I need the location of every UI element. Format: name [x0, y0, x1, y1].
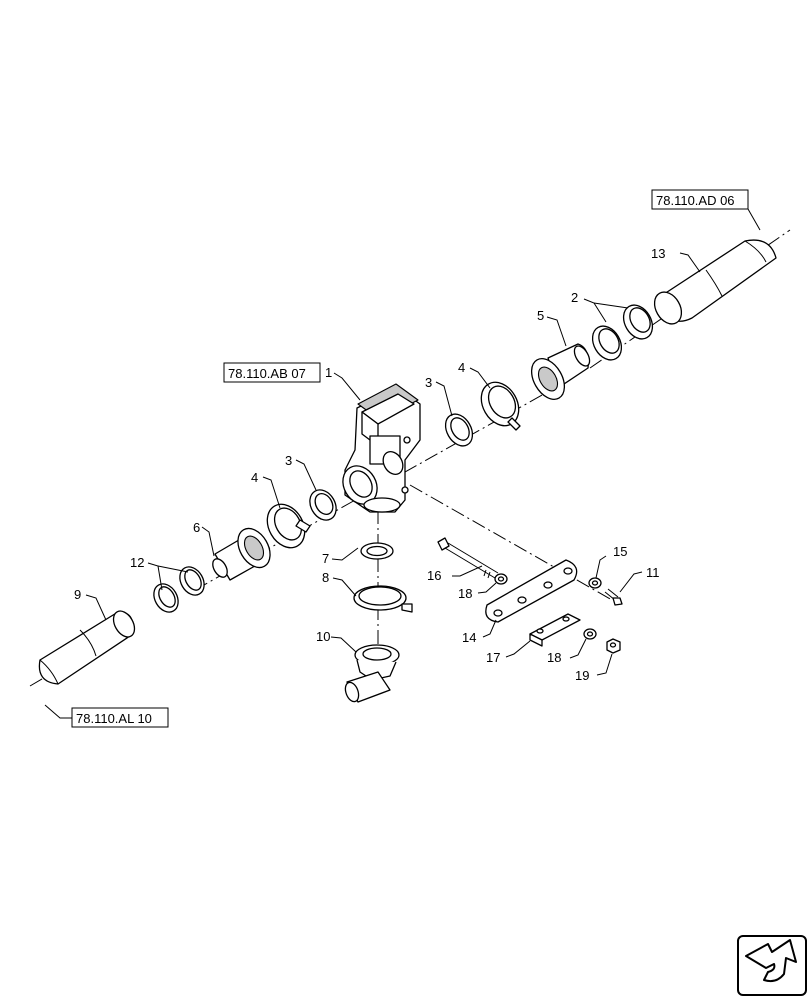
callout-9: 9 [74, 587, 81, 602]
ref-mid-text: 78.110.AB 07 [228, 366, 306, 381]
callout-3-upper: 3 [425, 375, 432, 390]
next-page-arrow-icon[interactable] [737, 935, 807, 996]
ref-box-top[interactable]: 78.110.AD 06 [651, 189, 749, 210]
part-11-screw [604, 588, 623, 606]
leader-lines [44, 208, 761, 719]
callout-17: 17 [486, 650, 500, 665]
callout-12: 12 [130, 555, 144, 570]
callout-13: 13 [651, 246, 665, 261]
part-10-elbow [344, 644, 400, 703]
part-13-hose [653, 239, 777, 325]
callout-5: 5 [537, 308, 544, 323]
part-6-fitting [212, 527, 271, 581]
ref-top-text: 78.110.AD 06 [656, 193, 735, 208]
callout-3-lower: 3 [285, 453, 292, 468]
part-16-bolt [437, 537, 499, 579]
part-19-nut [606, 638, 621, 654]
part-1-valve [342, 383, 421, 513]
part-14-bracket [485, 559, 578, 623]
callout-19: 19 [575, 668, 589, 683]
callout-8: 8 [322, 570, 329, 585]
part-18-washer-upper [494, 573, 508, 585]
callout-15: 15 [613, 544, 627, 559]
ref-box-bottom[interactable]: 78.110.AL 10 [71, 707, 169, 728]
callout-2: 2 [571, 290, 578, 305]
callout-4-lower: 4 [251, 470, 258, 485]
part-15-washer [588, 577, 602, 589]
part-7-gasket [360, 542, 394, 560]
callout-4-upper: 4 [458, 360, 465, 375]
part-3-seal-lower [309, 489, 337, 521]
callout-18-upper: 18 [458, 586, 472, 601]
callout-18-lower: 18 [547, 650, 561, 665]
part-9-hose [38, 610, 136, 685]
part-12-clamps [153, 566, 205, 613]
part-18-washer-lower [583, 628, 597, 640]
part-8-clamp [353, 585, 413, 613]
callout-1: 1 [325, 365, 332, 380]
part-4-coupler-lower [266, 503, 311, 549]
part-3-seal-upper [444, 413, 474, 447]
callout-labels: 1 2 3 3 4 4 5 6 7 8 9 10 11 12 13 14 15 … [74, 246, 665, 683]
callout-10: 10 [316, 629, 330, 644]
part-5-fitting [530, 343, 591, 400]
callout-7: 7 [322, 551, 329, 566]
ref-box-mid[interactable]: 78.110.AB 07 [223, 362, 321, 383]
part-2-clamps [591, 304, 654, 361]
callout-6: 6 [193, 520, 200, 535]
callout-14: 14 [462, 630, 476, 645]
callout-16: 16 [427, 568, 441, 583]
callout-11: 11 [646, 565, 660, 580]
ref-bottom-text: 78.110.AL 10 [76, 711, 152, 726]
part-17-plate [529, 613, 581, 647]
part-4-coupler-upper [480, 381, 521, 431]
